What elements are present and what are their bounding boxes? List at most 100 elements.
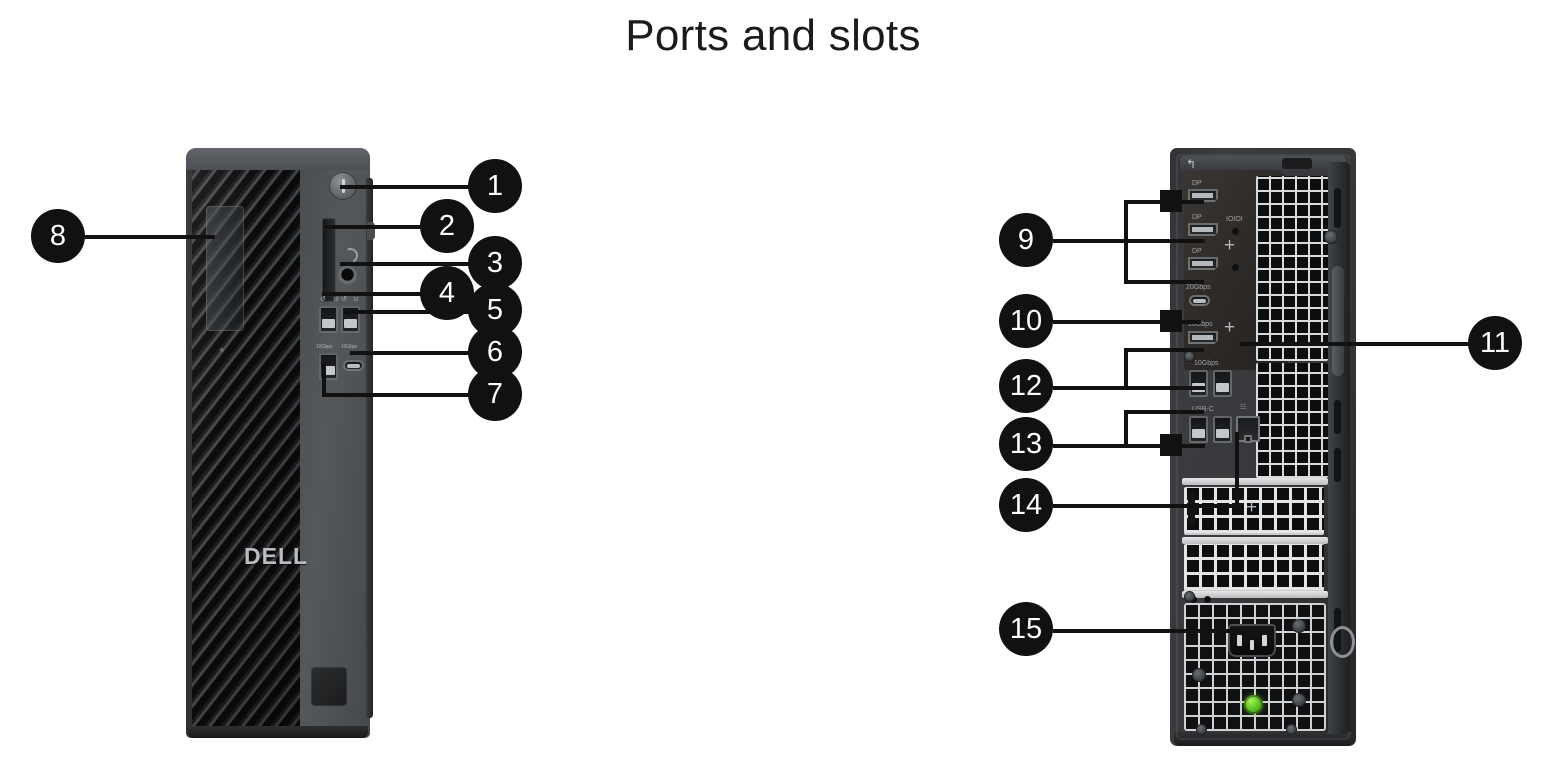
sd-card-slot-icon <box>322 218 336 302</box>
callout-6[interactable]: 6 <box>468 325 522 379</box>
callout-1[interactable]: 1 <box>468 159 522 213</box>
callout-13[interactable]: 13 <box>999 417 1053 471</box>
io-plus-mark-upper: + <box>1224 235 1236 256</box>
front-badge <box>311 667 347 706</box>
usb-glyph-left: ↺ <box>320 296 326 303</box>
leader-line-4 <box>322 292 426 296</box>
front-grille-strip <box>206 206 244 331</box>
ethernet-icon: ☷ <box>1240 404 1247 411</box>
leader-line-15 <box>1053 629 1243 633</box>
front-top-bezel <box>186 148 370 170</box>
callout-15[interactable]: 15 <box>999 602 1053 656</box>
psu-indicator-2 <box>1204 596 1211 603</box>
rear-foot-screw-left <box>1196 724 1207 735</box>
callout-8[interactable]: 8 <box>31 209 85 263</box>
iec-pin-center <box>1250 640 1254 650</box>
expansion-slot-1 <box>1184 487 1324 533</box>
usb-label-right: 10 <box>353 297 359 303</box>
leader-line-2 <box>325 225 425 229</box>
iec-pin-left <box>1237 635 1242 646</box>
front-side-tab <box>367 222 375 240</box>
leader-line-10 <box>1053 320 1201 324</box>
rear-bottom-foot <box>1174 732 1352 746</box>
front-foot <box>188 726 368 738</box>
usb-c-port-icon <box>343 360 364 371</box>
leader-line-13 <box>1053 444 1205 448</box>
usb-a-port-left-icon <box>319 306 338 333</box>
front-grille-dot <box>220 348 224 352</box>
leader-cap-10 <box>1160 310 1182 332</box>
rear-screw-io-left <box>1184 351 1195 362</box>
rear-release-arrow-icon: ↰ <box>1186 157 1197 171</box>
leader-line-11 <box>1240 342 1472 346</box>
io-dot-lower <box>1232 264 1239 271</box>
callout-14[interactable]: 14 <box>999 478 1053 532</box>
leader-line-8 <box>85 235 215 239</box>
leader-line-7-vertical <box>322 363 326 395</box>
leader-line-3 <box>340 262 472 266</box>
usb-a-low-right-icon <box>1213 416 1232 443</box>
rear-side-handle <box>1332 266 1344 376</box>
callout-2[interactable]: 2 <box>420 199 474 253</box>
rear-rail-slot-1 <box>1334 188 1341 228</box>
usb-group-mid-label: 10Gbps <box>1194 360 1219 367</box>
callout-4[interactable]: 4 <box>420 266 474 320</box>
leader-bracket-9-bottom <box>1124 280 1204 284</box>
headset-jack-icon <box>338 266 357 285</box>
leader-bracket-12-top <box>1124 348 1204 352</box>
callout-11[interactable]: 11 <box>1468 316 1522 370</box>
callout-12[interactable]: 12 <box>999 359 1053 413</box>
expansion-slot-2 <box>1184 544 1324 590</box>
usb-label-left: 10 <box>333 297 339 303</box>
displayport-4-icon <box>1188 331 1218 344</box>
usb-c-20gbps-port-icon <box>1189 295 1210 306</box>
callout-5[interactable]: 5 <box>468 283 522 337</box>
rear-vent-panel-lower <box>1256 363 1328 478</box>
callout-3[interactable]: 3 <box>468 236 522 290</box>
expansion-slot-1-notch <box>1188 492 1195 526</box>
dp-label-3: DP <box>1192 248 1202 255</box>
callout-9[interactable]: 9 <box>999 213 1053 267</box>
rear-vent-panel <box>1256 176 1328 361</box>
rear-foot-screw-right <box>1286 724 1297 735</box>
front-side-wall <box>366 178 373 718</box>
io-plus-mark-lower: + <box>1224 317 1236 338</box>
dp-label-2: DP <box>1192 214 1202 221</box>
callout-7[interactable]: 7 <box>468 367 522 421</box>
usb-a-low-left-icon <box>1189 416 1208 443</box>
displayport-2-icon <box>1188 223 1218 236</box>
psu-screw-top-right <box>1292 619 1306 633</box>
leader-bracket-13-spine <box>1124 410 1128 448</box>
expansion-rail-1 <box>1182 478 1328 485</box>
serial-port-mark: IOIOI <box>1226 216 1243 223</box>
leader-line-14-vertical <box>1235 432 1239 506</box>
rear-release-tab <box>1282 158 1312 169</box>
leader-line-6 <box>350 351 472 355</box>
leader-cap-13 <box>1160 434 1182 456</box>
usb-group-low-label: USB-C <box>1192 406 1214 413</box>
usb-glyph-right: ↺ <box>341 296 347 303</box>
expansion-rail-3 <box>1182 591 1328 598</box>
ethernet-port-icon <box>1236 416 1260 443</box>
leader-line-1 <box>340 185 472 189</box>
rear-thumbscrew <box>1324 230 1338 244</box>
usb-a-mid-right-icon <box>1213 370 1232 397</box>
dp-label-1: DP <box>1192 180 1202 187</box>
rear-screw-mid-left <box>1184 591 1195 602</box>
usb-label-bottom-left: 10Gbps <box>316 344 333 350</box>
page-title: Ports and slots <box>625 11 921 60</box>
displayport-1-icon <box>1188 189 1218 202</box>
displayport-3-icon <box>1188 257 1218 270</box>
dp-label-4: 10Gbps <box>1188 321 1213 328</box>
leader-bracket-12-spine <box>1124 348 1128 390</box>
callout-10[interactable]: 10 <box>999 294 1053 348</box>
expansion-rail-2 <box>1182 537 1328 544</box>
rear-padlock-ring <box>1330 626 1355 658</box>
front-chassis-body: DELL ↺ 10 ↺ 10 10Gbps 10Gbps <box>186 148 370 738</box>
io-dot-upper <box>1232 228 1239 235</box>
dell-logo: DELL <box>244 543 309 569</box>
psu-screw-bottom-left <box>1192 668 1206 682</box>
leader-line-7 <box>322 393 472 397</box>
front-chassis-illustration: DELL ↺ 10 ↺ 10 10Gbps 10Gbps <box>186 148 375 738</box>
